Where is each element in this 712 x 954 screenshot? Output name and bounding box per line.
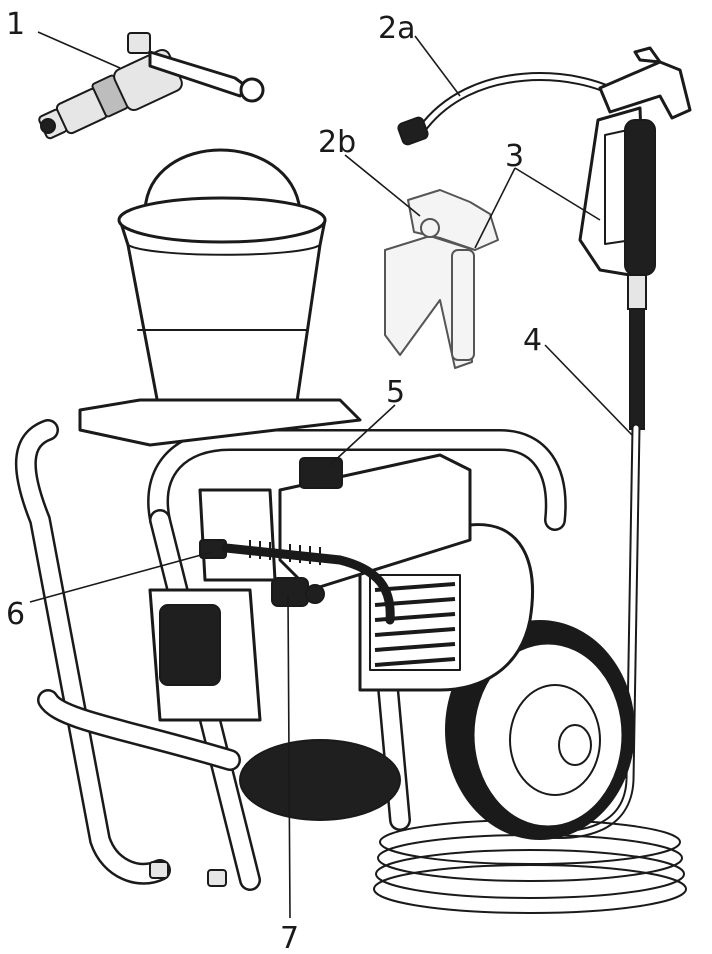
callout-2b: 2b <box>318 125 356 160</box>
feet <box>149 861 227 887</box>
callout-3: 3 <box>505 139 524 174</box>
callout-labels: 1 2a 2b 3 4 5 6 7 <box>6 7 542 954</box>
ball-valve <box>38 32 265 140</box>
callout-7: 7 <box>280 921 299 954</box>
small-spray-gun <box>384 189 499 369</box>
callout-4: 4 <box>523 323 542 358</box>
callout-1: 1 <box>6 7 25 42</box>
hopper <box>117 148 327 436</box>
extension-hose <box>397 72 625 146</box>
callout-6: 6 <box>6 597 25 632</box>
pressure-control-knob <box>271 577 325 607</box>
callout-2a: 2a <box>378 11 415 46</box>
leader-lines <box>29 31 633 919</box>
large-spray-gun <box>578 46 692 430</box>
motor <box>148 453 534 722</box>
callout-5: 5 <box>386 375 405 410</box>
